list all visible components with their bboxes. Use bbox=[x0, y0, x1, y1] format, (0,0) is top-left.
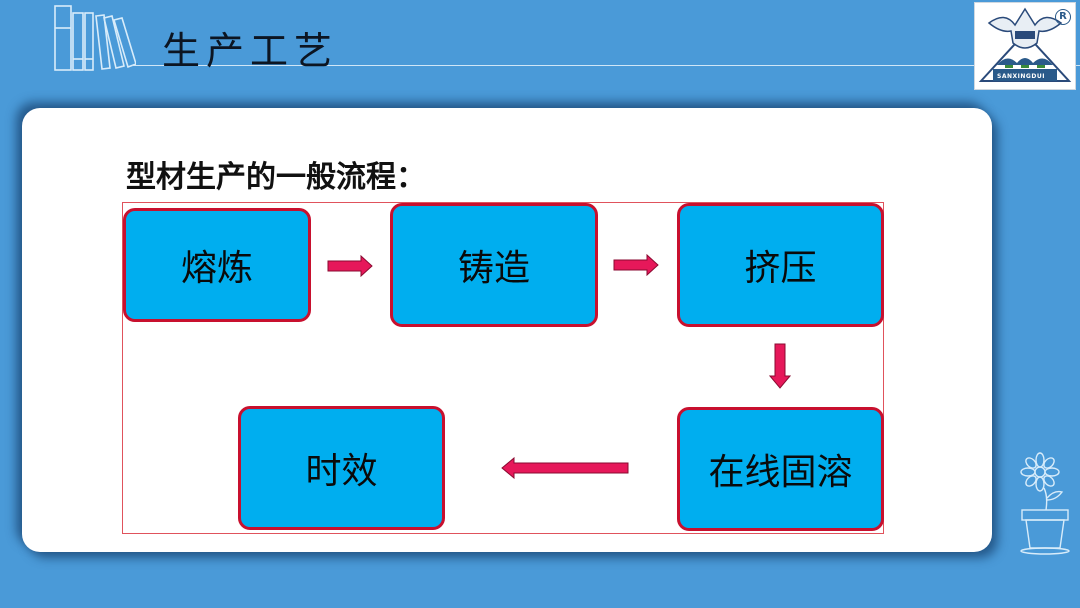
step-online-quenching: 在线固溶 bbox=[677, 407, 884, 531]
company-logo: R SANXINGDUI bbox=[974, 2, 1076, 90]
step-smelting: 熔炼 bbox=[123, 208, 311, 322]
flow-subtitle: 型材生产的一般流程： bbox=[126, 160, 426, 195]
arrow-right-icon bbox=[327, 255, 373, 277]
step-casting: 铸造 bbox=[390, 203, 598, 327]
arrow-right-icon bbox=[613, 254, 659, 276]
flow-frame bbox=[122, 202, 884, 534]
flower-pot-icon bbox=[1020, 452, 1070, 555]
arrow-left-icon bbox=[501, 457, 629, 479]
registered-mark: R bbox=[1055, 9, 1071, 25]
header-divider bbox=[132, 65, 1080, 66]
sanxingdui-mask-icon bbox=[978, 7, 1072, 82]
books-icon bbox=[54, 5, 136, 71]
step-aging: 时效 bbox=[238, 406, 445, 530]
step-extrusion: 挤压 bbox=[677, 203, 884, 327]
logo-text: SANXINGDUI bbox=[997, 73, 1045, 80]
arrow-down-icon bbox=[769, 343, 791, 389]
page-title: 生产工艺 bbox=[162, 29, 339, 73]
